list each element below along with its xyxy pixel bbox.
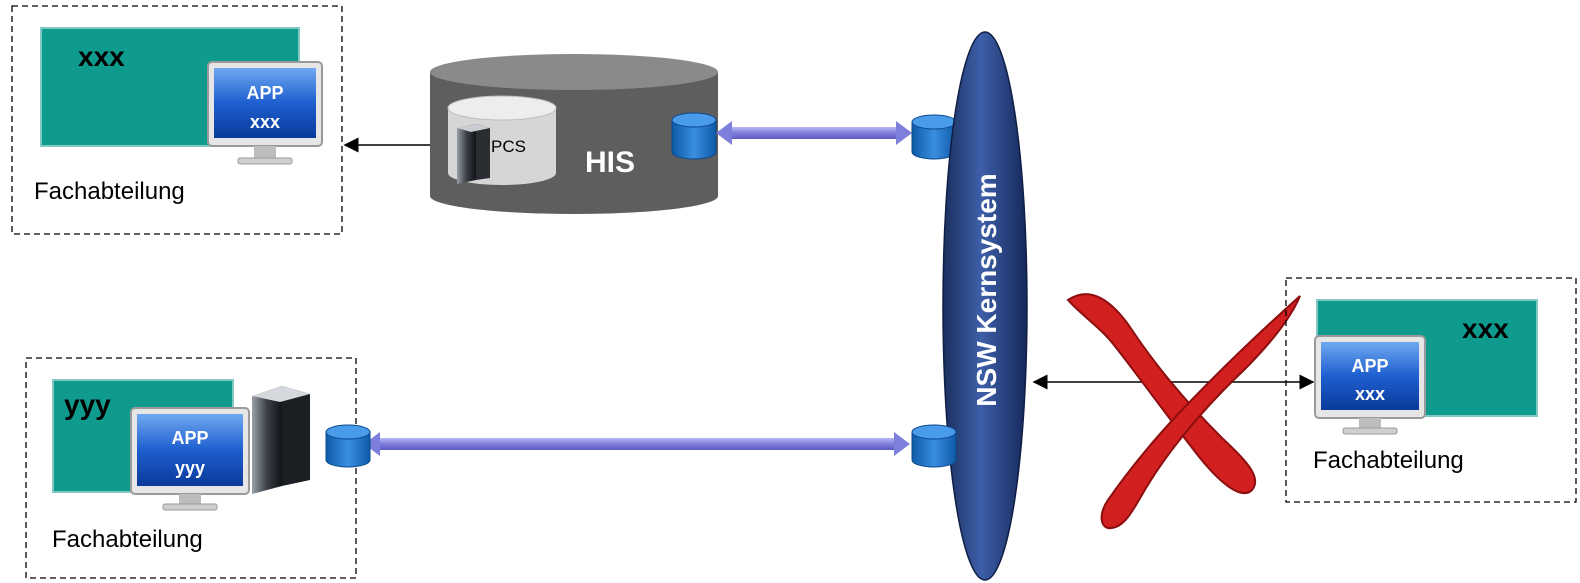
connector-pipe	[716, 121, 912, 145]
app-label: APP	[1351, 356, 1388, 376]
screen-label: xxx	[78, 41, 125, 72]
core-label: NSW Kernsystem	[971, 173, 1002, 406]
department-caption: Fachabteilung	[1313, 447, 1464, 474]
app-sublabel: xxx	[250, 112, 280, 132]
right-department-group: xxx APP xxx Fachabteilung	[1285, 277, 1577, 503]
core-system: NSW Kernsystem	[942, 31, 1028, 581]
server-icon	[252, 386, 310, 494]
his-label: HIS	[585, 146, 635, 179]
department-caption: Fachabteilung	[34, 178, 185, 205]
connector-cylinder	[671, 112, 717, 160]
his-database: PCS HIS	[430, 54, 718, 214]
top-left-department-group: xxx APP xxx Fachabteilung	[11, 5, 343, 235]
red-cross-mark	[1066, 293, 1301, 530]
app-monitor-icon	[1314, 335, 1426, 435]
app-label: APP	[246, 83, 283, 103]
connector-cylinder	[911, 424, 957, 468]
bottom-left-department-group: yyy APP yyy Fachabteilung	[25, 357, 371, 579]
screen-label: xxx	[1462, 313, 1509, 344]
department-caption: Fachabteilung	[52, 526, 203, 553]
connector-cylinder	[325, 424, 371, 468]
app-monitor-icon	[130, 407, 250, 511]
screen-label: yyy	[64, 389, 111, 420]
app-monitor-icon	[207, 61, 323, 165]
server-icon	[457, 124, 490, 184]
connector-cylinder	[911, 114, 957, 160]
app-sublabel: yyy	[175, 458, 205, 478]
app-label: APP	[171, 428, 208, 448]
app-sublabel: xxx	[1355, 384, 1385, 404]
pcs-label: PCS	[491, 137, 526, 156]
connector-pipe	[364, 432, 910, 456]
